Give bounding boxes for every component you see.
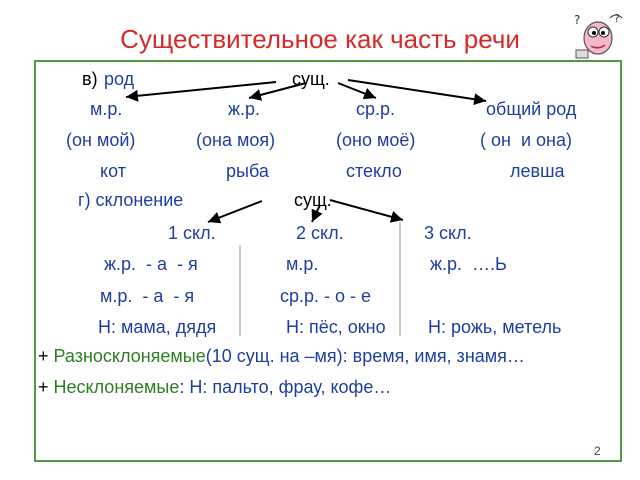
heteroclite-line: + Разносклоняемые(10 сущ. на –мя): время…: [38, 345, 525, 367]
arrow-skl-2: [311, 204, 323, 223]
decl2-line-1: м.р.: [286, 254, 319, 274]
rod-heading-prefix: в): [82, 69, 98, 89]
slide-title: Существительное как часть речи: [120, 24, 520, 54]
arrow-rod-zh: [248, 82, 307, 101]
heteroclite-description: (10 сущ. на –мя): время, имя, знамя…: [205, 346, 525, 366]
pronoun-neuter: (оно моё): [336, 130, 416, 150]
decl1-line-1: ж.р. - а - я: [104, 254, 198, 274]
indeclinable-plus: +: [38, 377, 54, 397]
decl2-examples: Н: пёс, окно: [286, 317, 386, 337]
declension-heading: г) склонение: [78, 190, 184, 210]
rod-heading-word: род: [104, 69, 135, 89]
indeclinable-description: : Н: пальто, фрау, кофе…: [179, 377, 392, 397]
declension-type-3: 3 скл.: [424, 223, 472, 243]
gender-masculine: м.р.: [90, 99, 123, 119]
page-number: 2: [594, 444, 601, 458]
arrow-rod-sr: [337, 82, 377, 100]
decl3-examples: Н: рожь, метель: [428, 317, 562, 337]
indeclinable-term: Несклоняемые: [53, 377, 180, 397]
pronoun-feminine: (она моя): [196, 130, 276, 150]
example-feminine: рыба: [226, 161, 269, 181]
pronoun-common: ( он и она): [480, 130, 572, 150]
arrow-skl-1: [207, 200, 263, 224]
gender-feminine: ж.р.: [228, 99, 261, 119]
declension-type-2: 2 скл.: [296, 223, 344, 243]
indeclinable-line: + Несклоняемые: Н: пальто, фрау, кофе…: [38, 376, 391, 398]
example-masculine: кот: [100, 161, 126, 181]
decl2-line-2: ср.р. - о - е: [280, 286, 372, 306]
example-neuter: стекло: [346, 161, 402, 181]
gender-neuter: ср.р.: [356, 99, 396, 119]
example-common: левша: [510, 161, 565, 181]
decl1-line-2: м.р. - а - я: [100, 286, 195, 306]
heteroclite-plus: +: [38, 346, 54, 366]
svg-text:?: ?: [614, 12, 620, 25]
arrow-rod-obsh: [347, 79, 487, 106]
gender-common: общий род: [486, 99, 577, 119]
content-frame: [34, 60, 622, 462]
svg-text:?: ?: [574, 13, 580, 27]
pronoun-masculine: (он мой): [66, 130, 136, 150]
decl1-examples: Н: мама, дядя: [98, 317, 217, 337]
decl3-line-1: ж.р. ….Ь: [430, 254, 507, 274]
heteroclite-term: Разносклоняемые: [53, 346, 206, 366]
declension-type-1: 1 скл.: [168, 223, 216, 243]
arrow-skl-3: [329, 199, 404, 223]
rod-center-label: сущ.: [292, 69, 330, 89]
declension-center-label: сущ.: [294, 190, 332, 210]
thinking-figure-clipart-icon: ? ?: [574, 12, 623, 59]
arrow-rod-m: [125, 81, 277, 102]
